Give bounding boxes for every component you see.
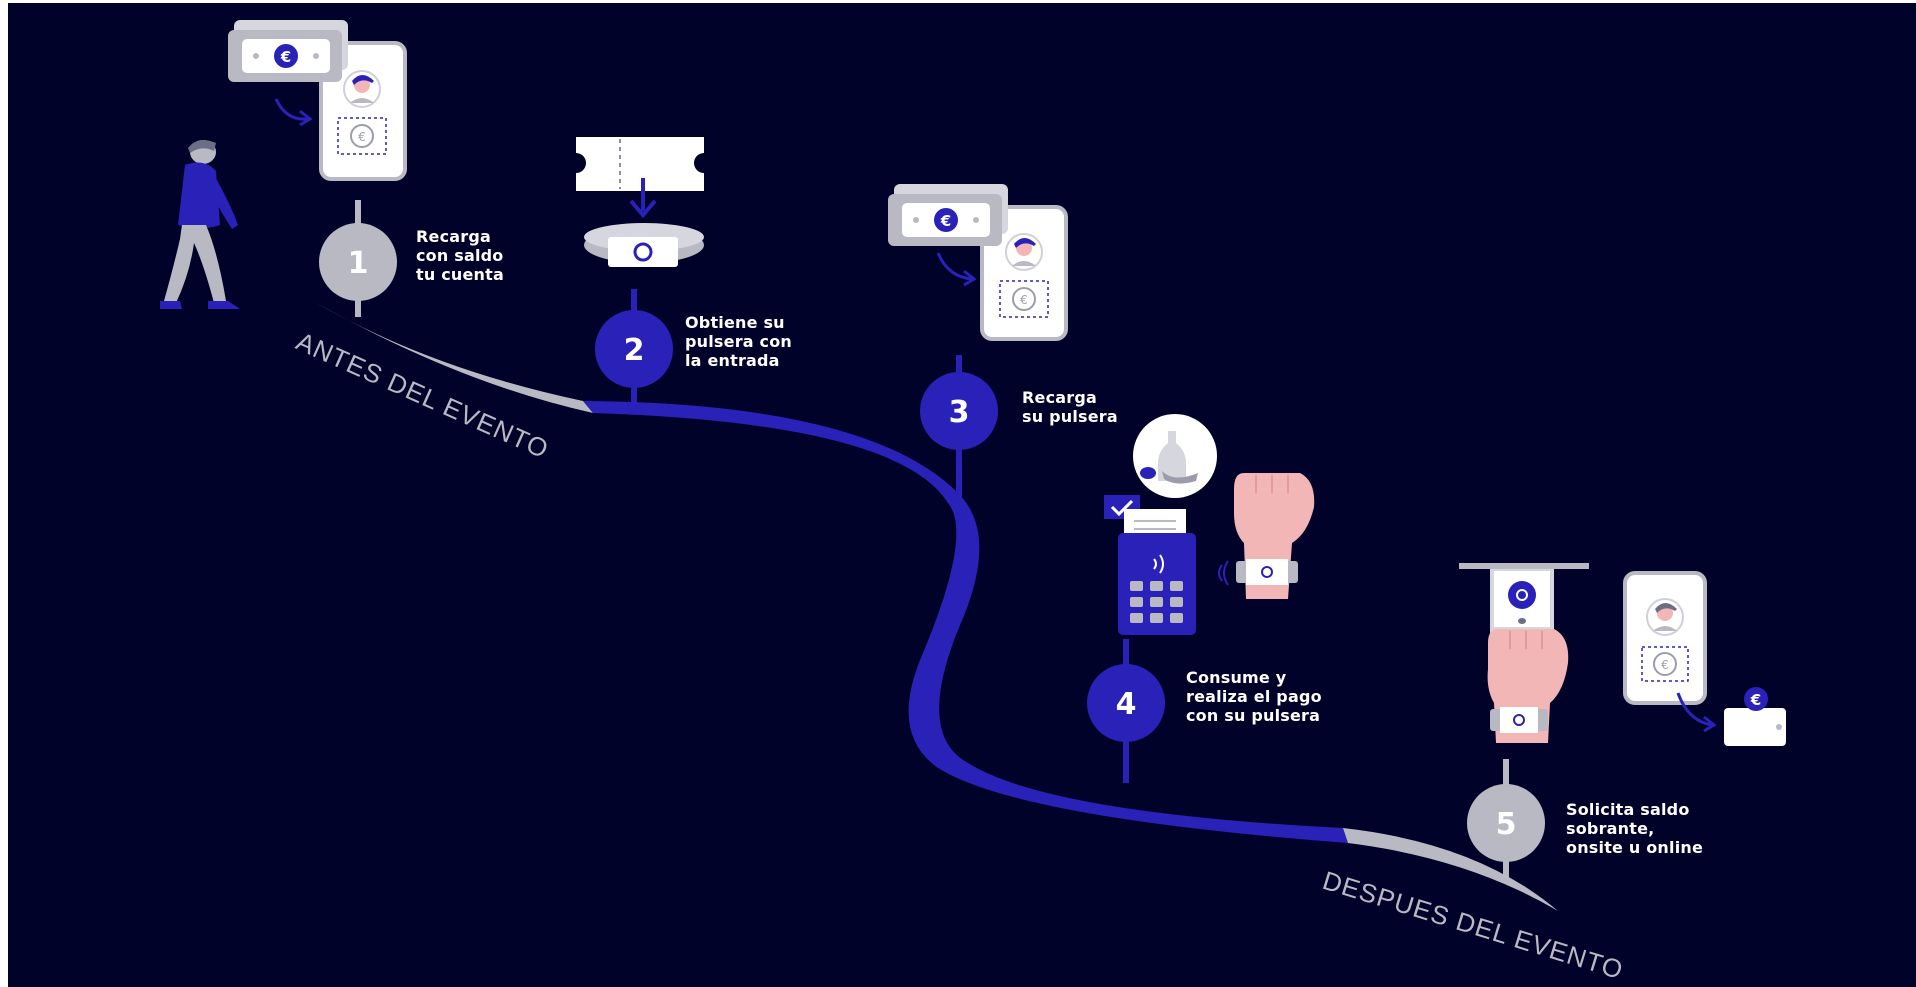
svg-text:€: € <box>358 130 366 144</box>
ticket-wristband-icon <box>576 137 704 267</box>
step-1-label: Recarga con saldo tu cuenta <box>416 227 504 284</box>
svg-text:€: € <box>1661 658 1669 672</box>
phone-topup-icon-1: € <box>228 20 407 181</box>
step-2-label: Obtiene su pulsera con la entrada <box>685 313 793 370</box>
step-3-number: 3 <box>949 395 970 430</box>
step-5-number: 5 <box>1496 807 1517 842</box>
person-illustration <box>160 139 240 309</box>
step-3: 3 <box>920 355 998 499</box>
path-segment-main <box>583 401 1348 843</box>
path-segment-after <box>1343 828 1558 911</box>
refund-icon: € <box>1459 563 1786 746</box>
payment-terminal-icon <box>1104 414 1315 635</box>
step-2: 2 <box>595 289 673 407</box>
step-3-badge <box>920 372 998 450</box>
step-2-number: 2 <box>624 333 645 368</box>
journey-diagram: € 1 2 3 4 5 <box>8 3 1916 987</box>
path-segment-before <box>313 301 593 413</box>
step-4-badge <box>1087 664 1165 742</box>
step-5-label: Solicita saldo sobrante, onsite u online <box>1566 800 1704 857</box>
step-1-number: 1 <box>348 246 369 281</box>
step-4-label: Consume y realiza el pago con su pulsera <box>1186 668 1322 725</box>
svg-text:€: € <box>1020 293 1028 307</box>
step-5: 5 <box>1467 759 1545 883</box>
step-3-label: Recarga su pulsera <box>1022 388 1118 426</box>
step-1-badge <box>319 223 397 301</box>
journey-path <box>313 301 1558 911</box>
step-2-badge <box>595 310 673 388</box>
step-4: 4 <box>1087 639 1165 783</box>
phone-topup-icon-3: € <box>888 184 1068 341</box>
step-1: 1 <box>319 200 397 317</box>
step-5-badge <box>1467 784 1545 862</box>
step-4-number: 4 <box>1116 687 1137 722</box>
